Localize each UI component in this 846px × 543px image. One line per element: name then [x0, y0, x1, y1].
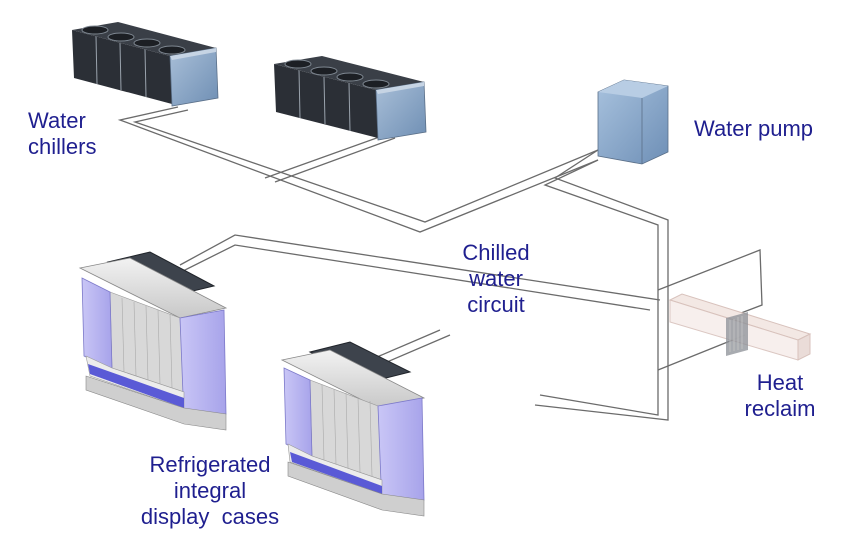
display-cases-line-1: Refrigerated	[149, 452, 271, 477]
heat-reclaim-line-1: Heat	[756, 370, 804, 395]
chilled-water-pipes	[117, 106, 763, 421]
water-chillers-line-1: Water	[28, 108, 86, 133]
heat-reclaim-line-2: reclaim	[744, 396, 816, 421]
heat-reclaim-label: Heat reclaim	[730, 370, 830, 422]
chilled-water-circuit-line-3: circuit	[467, 292, 525, 317]
display-cases-line-2: integral	[173, 478, 247, 503]
water-pump-label: Water pump	[694, 116, 814, 141]
water-chillers-label: Water chillers	[28, 108, 96, 160]
display-case-1	[78, 251, 228, 431]
chilled-water-circuit-line-2: water	[469, 266, 523, 291]
water-chiller-1	[72, 22, 219, 107]
display-cases-line-3: display cases	[140, 504, 280, 529]
display-case-2	[280, 341, 426, 517]
display-cases-label: Refrigerated integral display cases	[130, 452, 290, 530]
water-pump	[597, 79, 669, 165]
chilled-water-circuit-line-1: Chilled	[462, 240, 530, 265]
chilled-water-circuit-label: Chilled water circuit	[446, 240, 546, 318]
water-chiller-2	[274, 56, 427, 141]
water-chillers-line-2: chillers	[28, 134, 97, 159]
heat-reclaim-unit	[668, 293, 812, 361]
